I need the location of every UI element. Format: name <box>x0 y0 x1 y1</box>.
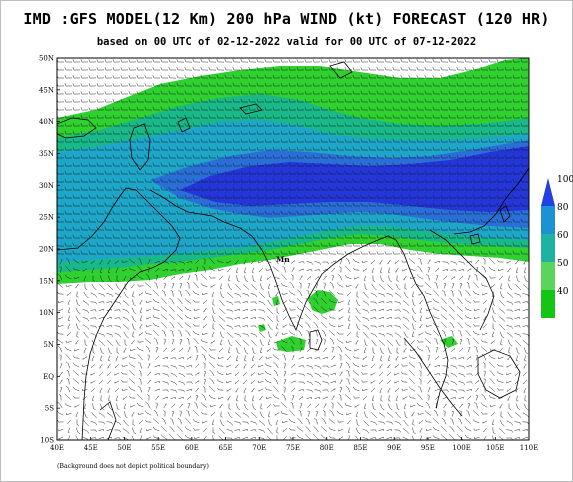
colorbar-label: 40 <box>557 287 569 297</box>
footnote: (Background does not depict political bo… <box>57 463 209 470</box>
coast-africa-arabia <box>57 187 181 440</box>
lon-tick-label: 110E <box>520 444 538 452</box>
lon-tick-label: 70E <box>252 444 266 452</box>
shade-blob-nw <box>272 296 280 306</box>
lat-tick-label: 25N <box>39 214 54 222</box>
city-label: Mn <box>276 255 290 264</box>
lon-tick-label: 100E <box>452 444 470 452</box>
coast-madagascar <box>99 401 117 440</box>
lat-tick-label: 35N <box>39 150 54 158</box>
wind-barb-field <box>57 58 529 440</box>
coast-srilanka <box>309 329 323 351</box>
lat-tick-label: 10S <box>40 437 54 445</box>
coast-caspian <box>129 123 151 171</box>
colorbar: 40 50 60 80 100 <box>541 175 573 318</box>
lon-tick-label: 95E <box>421 444 435 452</box>
lon-tick-label: 40E <box>50 444 64 452</box>
coast-gulf <box>149 189 225 223</box>
colorbar-segment <box>541 262 555 290</box>
coast-indochina <box>429 229 495 331</box>
lon-tick-label: 75E <box>286 444 300 452</box>
colorbar-label: 100 <box>557 175 573 185</box>
colorbar-label: 50 <box>557 259 569 269</box>
lon-tick-label: 45E <box>84 444 98 452</box>
shade-100 <box>180 146 529 212</box>
lon-tick-label: 50E <box>117 444 131 452</box>
colorbar-label: 60 <box>557 231 569 241</box>
coast-india <box>223 221 397 332</box>
coast-borneo <box>477 349 521 399</box>
lat-tick-label: 50N <box>39 55 54 63</box>
colorbar-segment <box>541 290 555 318</box>
lat-tick-label: EQ <box>43 373 54 381</box>
page-title: IMD :GFS MODEL(12 Km) 200 hPa WIND (kt) … <box>23 10 550 28</box>
coast-seasia <box>395 239 449 409</box>
lat-tick-label: 40N <box>39 118 54 126</box>
coast-black-sea <box>57 117 97 139</box>
coast-baikal <box>329 61 353 79</box>
lon-tick-label: 90E <box>387 444 401 452</box>
coast-sumatra <box>403 337 463 417</box>
lat-tick-label: 10N <box>39 309 54 317</box>
lon-tick-label: 65E <box>219 444 233 452</box>
coast-taiwan <box>499 205 511 223</box>
shade-blob-south <box>276 336 306 352</box>
lon-tick-label: 105E <box>486 444 504 452</box>
lat-tick-label: 5S <box>45 405 54 413</box>
shade-blob-bay <box>308 290 338 314</box>
axes: 40E 45E 50E 55E 60E 65E 70E 75E 80E 85E 90E 95E 100E… <box>39 55 538 453</box>
coast-aral <box>177 117 191 133</box>
coast-china-east <box>453 167 529 235</box>
wind-barbs <box>57 58 529 440</box>
lat-tick-label: 5N <box>43 341 54 349</box>
lat-tick-label: 20N <box>39 246 54 254</box>
colorbar-label: 80 <box>557 203 569 213</box>
lon-tick-label: 60E <box>185 444 199 452</box>
lat-tick-label: 15N <box>39 277 54 285</box>
coast-balkhash <box>239 103 263 115</box>
colorbar-segment <box>541 234 555 262</box>
lon-tick-label: 85E <box>353 444 367 452</box>
lon-tick-label: 55E <box>151 444 165 452</box>
colorbar-top-arrow <box>541 178 555 206</box>
shade-blob-se <box>440 336 458 348</box>
coastlines <box>57 61 529 440</box>
lon-tick-label: 80E <box>320 444 334 452</box>
coast-hainan <box>469 233 481 245</box>
shade-blob-west <box>258 324 266 332</box>
lat-tick-label: 45N <box>39 86 54 94</box>
colorbar-segment <box>541 206 555 234</box>
page-subtitle: based on 00 UTC of 02-12-2022 valid for … <box>96 36 477 48</box>
lat-tick-label: 30N <box>39 182 54 190</box>
